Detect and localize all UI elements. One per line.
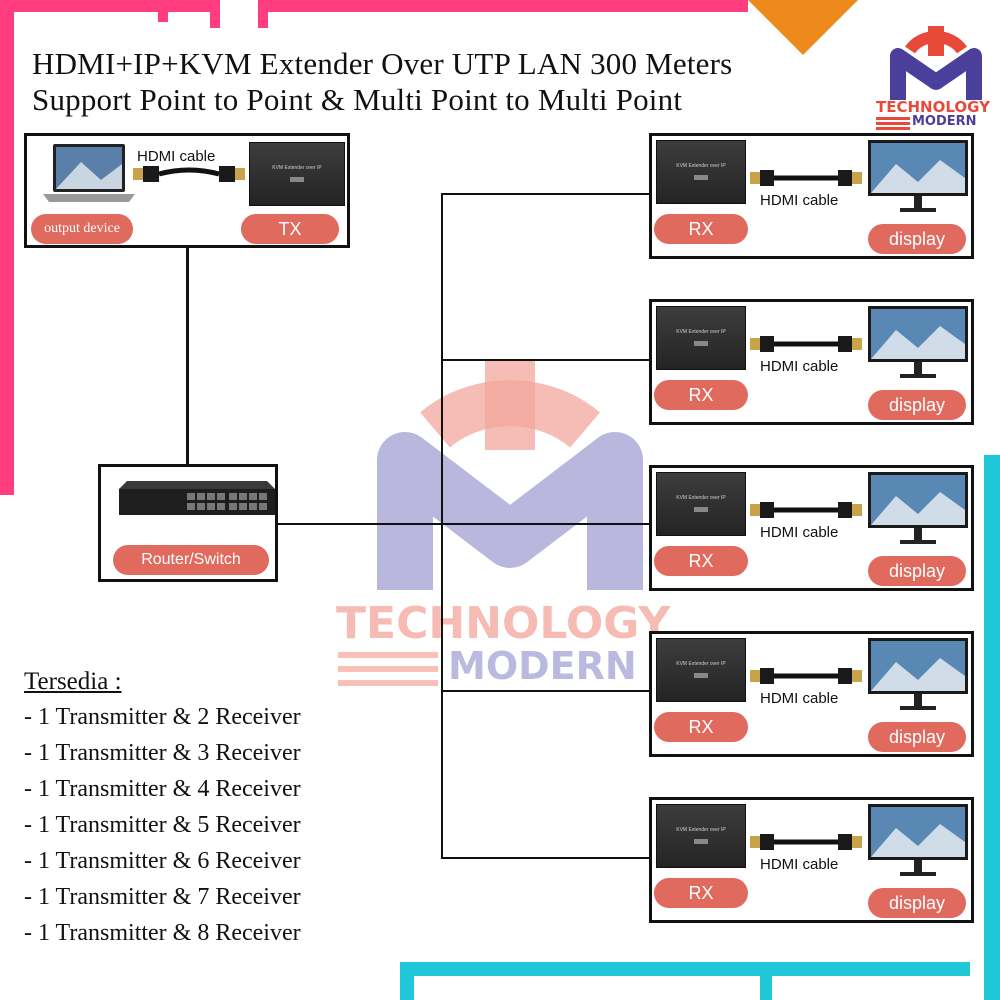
rx-device-icon: KVM Extender over IP	[656, 140, 746, 204]
hdmi-cable-icon	[750, 834, 862, 850]
title-line2: Support Point to Point & Multi Point to …	[32, 82, 683, 117]
rx-label: RX	[654, 712, 748, 742]
receiver-box: KVM Extender over IP HDMI cable RX displ…	[649, 797, 974, 923]
brand-logo-line1: TECHNOLOGY	[876, 98, 990, 116]
bus-branch-5	[441, 857, 649, 859]
rx-device-print: KVM Extender over IP	[676, 827, 726, 833]
rx-cable-label: HDMI cable	[760, 690, 839, 707]
display-label: display	[868, 556, 966, 586]
bus-branch-1	[441, 193, 649, 195]
rx-device-icon: KVM Extender over IP	[656, 306, 746, 370]
frame-cyan-stub	[400, 962, 414, 1000]
availability-item: - 1 Transmitter & 7 Receiver	[24, 884, 301, 910]
laptop-icon	[43, 144, 135, 202]
receiver-box: KVM Extender over IP HDMI cable RX displ…	[649, 133, 974, 259]
frame-cyan-right	[984, 455, 1000, 1000]
monitor-icon	[868, 472, 968, 544]
frame-cyan-stub-2	[760, 962, 772, 1000]
monitor-icon	[868, 306, 968, 378]
rx-label: RX	[654, 878, 748, 908]
corner-orange-triangle	[748, 0, 858, 55]
watermark-line1: TECHNOLOGY	[336, 598, 671, 649]
availability-item: - 1 Transmitter & 4 Receiver	[24, 776, 301, 802]
rx-cable-label: HDMI cable	[760, 856, 839, 873]
rx-cable-label: HDMI cable	[760, 358, 839, 375]
rx-label: RX	[654, 380, 748, 410]
router-switch-label: Router/Switch	[113, 545, 269, 575]
router-switch-box: Router/Switch	[98, 464, 278, 582]
brand-logo-icon	[890, 26, 982, 100]
brand-logo-stripe	[876, 127, 910, 130]
receiver-box: KVM Extender over IP HDMI cable RX displ…	[649, 465, 974, 591]
monitor-icon	[868, 804, 968, 876]
rx-cable-label: HDMI cable	[760, 192, 839, 209]
bus-branch-2	[441, 359, 649, 361]
network-switch-icon	[119, 481, 275, 515]
availability-heading: Tersedia :	[24, 668, 122, 695]
frame-pink-stub-2	[258, 0, 268, 28]
rx-device-tag	[694, 839, 708, 844]
rx-device-print: KVM Extender over IP	[676, 495, 726, 501]
rx-label: RX	[654, 214, 748, 244]
tx-device-icon: KVM Extender over IP	[249, 142, 345, 206]
frame-pink-left	[0, 0, 14, 495]
watermark-stripe	[338, 680, 438, 686]
transmitter-box: HDMI cable KVM Extender over IP output d…	[24, 133, 350, 248]
tx-device-print: KVM Extender over IP	[272, 165, 322, 171]
switch-to-bus-line	[277, 523, 649, 525]
receiver-box: KVM Extender over IP HDMI cable RX displ…	[649, 631, 974, 757]
rx-device-tag	[694, 175, 708, 180]
rx-device-icon: KVM Extender over IP	[656, 638, 746, 702]
watermark-line2: MODERN	[448, 644, 637, 688]
monitor-icon	[868, 140, 968, 212]
brand-logo-line2: MODERN	[912, 114, 977, 129]
rx-label: RX	[654, 546, 748, 576]
rx-device-tag	[694, 341, 708, 346]
availability-item: - 1 Transmitter & 5 Receiver	[24, 812, 301, 838]
tx-device-tag	[290, 177, 304, 182]
rx-device-tag	[694, 673, 708, 678]
watermark-logo-icon	[377, 360, 643, 590]
brand-logo-stripe	[876, 122, 910, 125]
output-device-label: output device	[31, 214, 133, 244]
rx-device-print: KVM Extender over IP	[676, 661, 726, 667]
rx-device-tag	[694, 507, 708, 512]
frame-pink-stub-3	[158, 0, 168, 22]
brand-logo-stripe	[876, 117, 910, 120]
availability-item: - 1 Transmitter & 3 Receiver	[24, 740, 301, 766]
watermark-stripe	[338, 652, 438, 658]
display-label: display	[868, 224, 966, 254]
watermark-stripe	[338, 666, 438, 672]
display-label: display	[868, 888, 966, 918]
bus-branch-4	[441, 690, 649, 692]
rx-cable-label: HDMI cable	[760, 524, 839, 541]
hdmi-cable-icon	[750, 170, 862, 186]
display-label: display	[868, 722, 966, 752]
frame-pink-top-2	[258, 0, 748, 12]
hdmi-cable-icon	[750, 502, 862, 518]
frame-cyan-bottom	[400, 962, 970, 976]
availability-item: - 1 Transmitter & 6 Receiver	[24, 848, 301, 874]
rx-device-print: KVM Extender over IP	[676, 329, 726, 335]
tx-cable-label: HDMI cable	[137, 148, 216, 165]
bus-vertical-line	[441, 193, 443, 859]
tx-to-switch-line	[186, 246, 189, 466]
hdmi-cable-icon	[750, 336, 862, 352]
receiver-box: KVM Extender over IP HDMI cable RX displ…	[649, 299, 974, 425]
frame-pink-stub	[210, 0, 220, 28]
availability-item: - 1 Transmitter & 8 Receiver	[24, 920, 301, 946]
monitor-icon	[868, 638, 968, 710]
hdmi-cable-icon	[750, 668, 862, 684]
rx-device-print: KVM Extender over IP	[676, 163, 726, 169]
rx-device-icon: KVM Extender over IP	[656, 804, 746, 868]
tx-label: TX	[241, 214, 339, 244]
title-line1: HDMI+IP+KVM Extender Over UTP LAN 300 Me…	[32, 46, 733, 81]
availability-item: - 1 Transmitter & 2 Receiver	[24, 704, 301, 730]
hdmi-cable-icon	[133, 166, 245, 182]
rx-device-icon: KVM Extender over IP	[656, 472, 746, 536]
display-label: display	[868, 390, 966, 420]
frame-pink-top	[0, 0, 210, 12]
